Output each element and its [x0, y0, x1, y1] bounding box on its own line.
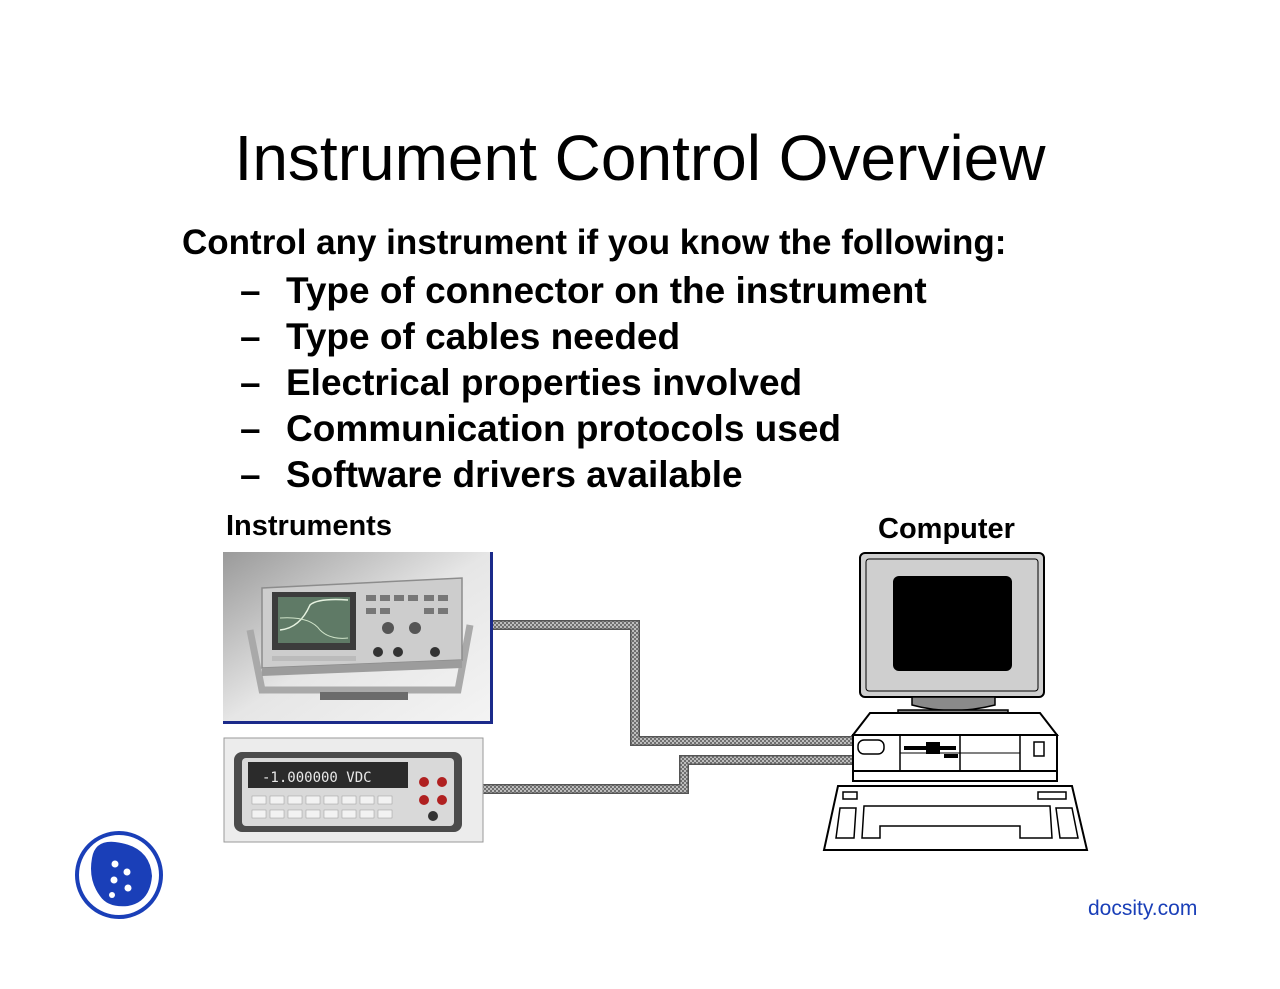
multimeter-photo: -1.000000 VDC	[223, 737, 484, 843]
bullet-dash: –	[240, 316, 261, 357]
oscilloscope-photo	[223, 552, 493, 724]
bullet-list: –Type of connector on the instrument –Ty…	[240, 268, 927, 498]
bullet-dash: –	[240, 270, 261, 311]
intro-text: Control any instrument if you know the f…	[182, 223, 1007, 262]
desktop-computer	[822, 552, 1089, 851]
list-item: –Type of connector on the instrument	[240, 268, 927, 314]
list-item: –Communication protocols used	[240, 406, 927, 452]
multimeter-display: -1.000000 VDC	[262, 770, 372, 786]
cable-multimeter	[483, 755, 853, 794]
computer-label: Computer	[878, 513, 1015, 545]
list-item: –Software drivers available	[240, 452, 927, 498]
bullet-dash: –	[240, 362, 261, 403]
slide-title: Instrument Control Overview	[234, 122, 1046, 194]
docsity-logo	[75, 831, 163, 919]
bullet-dash: –	[240, 454, 261, 495]
footer-link[interactable]: docsity.com	[1088, 897, 1198, 920]
list-item: –Type of cables needed	[240, 314, 927, 360]
list-item: –Electrical properties involved	[240, 360, 927, 406]
bullet-dash: –	[240, 408, 261, 449]
cable-oscilloscope	[491, 620, 853, 746]
instruments-label: Instruments	[226, 510, 392, 542]
